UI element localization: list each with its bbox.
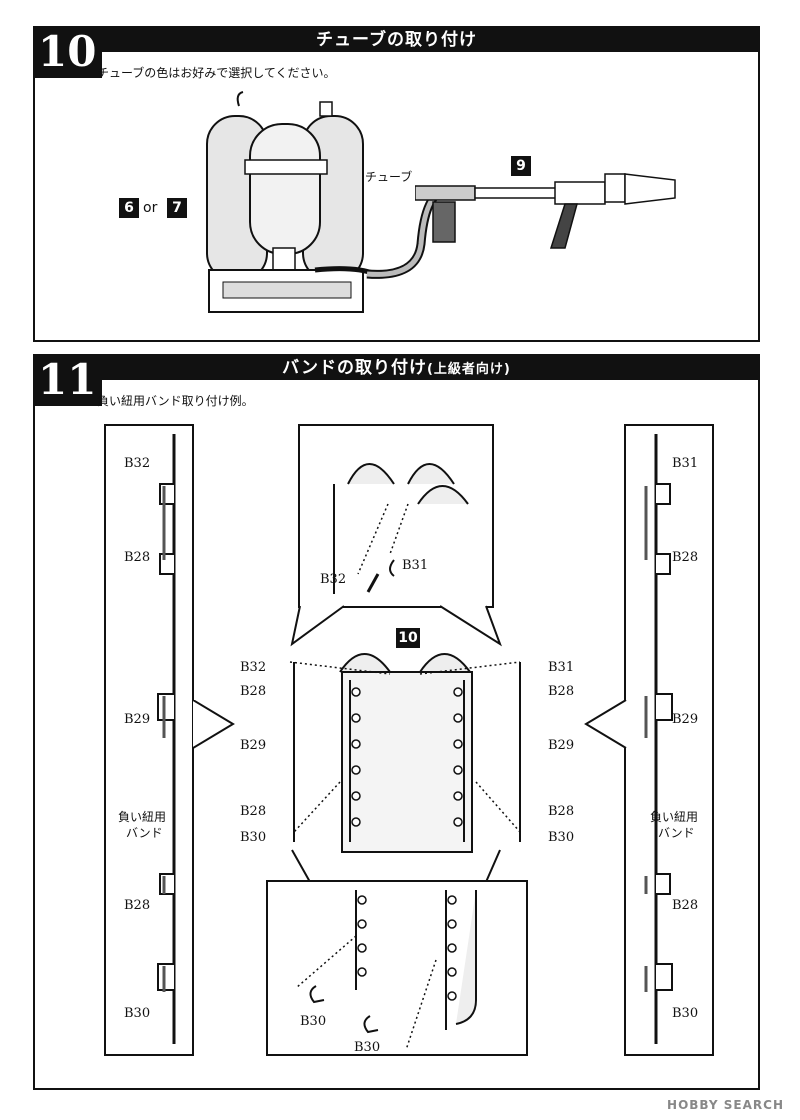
left-strip-panel: [104, 424, 194, 1056]
bottom-detail-b30a-label: B30: [300, 1014, 327, 1029]
center-right-b29-label: B29: [548, 738, 575, 753]
left-strip-illustration: [157, 434, 176, 1044]
right-pointer: [584, 700, 627, 749]
right-strip-panel: [624, 424, 714, 1056]
step-11-title-bar: バンドの取り付け(上級者向け): [35, 356, 758, 380]
step-11-number: 11: [33, 354, 103, 406]
right-b29-label: B29: [672, 712, 699, 727]
center-right-b28a-label: B28: [548, 684, 575, 699]
step-11-title-main: バンドの取り付け: [282, 358, 427, 378]
top-detail-illustration: [333, 463, 469, 594]
center-left-b32-label: B32: [240, 660, 267, 675]
center-left-b29-label: B29: [240, 738, 267, 753]
left-band-line2: バンド: [126, 826, 163, 840]
top-detail-panel: [298, 424, 494, 608]
backpack-band-illustration: [289, 653, 521, 853]
part-10-label: 10: [396, 628, 420, 648]
step-10-title: チューブの取り付け: [316, 30, 477, 50]
center-right-b30-label: B30: [548, 830, 575, 845]
part-6-label: 6: [119, 198, 139, 218]
footer-watermark: HOBBY SEARCH: [667, 1098, 784, 1112]
bottom-detail-illustration: [295, 890, 477, 1051]
step-10-number: 10: [33, 26, 103, 78]
part-7-label: 7: [167, 198, 187, 218]
center-left-b30-label: B30: [240, 830, 267, 845]
right-b31-label: B31: [672, 456, 699, 471]
step-10-note: チューブの色はお好みで選択してください。: [97, 66, 336, 80]
right-b28b-label: B28: [672, 898, 699, 913]
left-b28b-label: B28: [124, 898, 151, 913]
step-11-note: 負い紐用バンド取り付け例。: [97, 394, 254, 408]
top-detail-b32-label: B32: [320, 572, 347, 587]
tube-label: チューブ: [365, 170, 413, 184]
center-right-b28b-label: B28: [548, 804, 575, 819]
tank-assembly-illustration: [206, 91, 376, 313]
top-detail-b31-label: B31: [402, 558, 429, 573]
left-b30-label: B30: [124, 1006, 151, 1021]
bottom-detail-b30b-label: B30: [354, 1040, 381, 1055]
right-band-line2: バンド: [658, 826, 695, 840]
center-left-b28a-label: B28: [240, 684, 267, 699]
bottom-detail-panel: [266, 880, 528, 1056]
right-band-line1: 負い紐用: [650, 810, 699, 824]
right-strip-illustration: [644, 434, 673, 1044]
center-right-b31-label: B31: [548, 660, 575, 675]
right-b30-label: B30: [672, 1006, 699, 1021]
left-b28a-label: B28: [124, 550, 151, 565]
left-pointer: [193, 700, 235, 749]
part-9-label: 9: [511, 156, 531, 176]
left-band-line1: 負い紐用: [118, 810, 167, 824]
bottom-callout-wedge: [291, 849, 501, 883]
step-11-title-sub: (上級者向け): [426, 362, 511, 377]
left-b29-label: B29: [124, 712, 151, 727]
center-left-b28b-label: B28: [240, 804, 267, 819]
right-b28a-label: B28: [672, 550, 699, 565]
step-10-title-bar: チューブの取り付け: [35, 28, 758, 52]
left-b32-label: B32: [124, 456, 151, 471]
top-callout-wedge: [290, 605, 502, 647]
step-10-panel: チューブの取り付け 10 チューブの色はお好みで選択してください。 6 or 7…: [33, 26, 760, 342]
nozzle-gun-illustration: [415, 173, 676, 249]
or-label: or: [143, 200, 158, 216]
